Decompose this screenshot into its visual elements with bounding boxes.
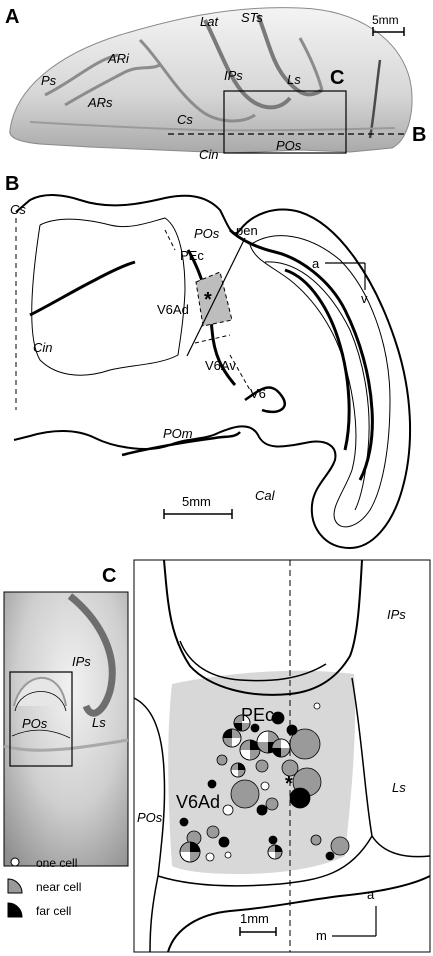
recording-map: IPs PEc Ls V6Ad POs * 1mm a m [133, 559, 431, 953]
svg-text:1mm: 1mm [240, 911, 269, 926]
recording-site [224, 851, 232, 859]
label-ps: Ps [41, 73, 57, 88]
pec-border-dashed [164, 229, 176, 251]
map-label-pec: PEc [241, 705, 274, 725]
section-letter-b: B [412, 124, 426, 146]
brain-surface [9, 7, 413, 154]
recording-site [230, 779, 260, 809]
recording-site [313, 702, 321, 710]
label-ars: ARs [87, 95, 113, 110]
legend-far-cell-symbol [7, 902, 23, 918]
legend-near-cell-symbol [7, 878, 23, 894]
label-b-pos: POs [194, 226, 220, 241]
recording-site [179, 817, 189, 827]
legend-far-cell-label: far cell [36, 904, 71, 918]
recording-site [222, 804, 234, 816]
recording-site [286, 724, 298, 736]
map-label-star: * [285, 773, 293, 795]
recording-site [216, 754, 228, 766]
scale-bar-b: 5mm [163, 494, 233, 519]
panel-c: C IPs POs Ls IPs PEc Ls V6Ad POs * [3, 559, 431, 953]
panel-letter-b: B [5, 173, 19, 195]
photo-label-ls: Ls [92, 715, 106, 730]
label-b-pom: POm [163, 426, 193, 441]
photo-label-pos: POs [22, 716, 48, 731]
photo-label-ips: IPs [72, 654, 91, 669]
svg-text:a: a [367, 887, 375, 902]
recording-site [289, 728, 321, 760]
inset-letter-c: C [330, 67, 344, 89]
label-b-cs: Cs [10, 202, 26, 217]
label-b-star: * [204, 289, 212, 311]
recording-site [271, 738, 291, 758]
recording-site [256, 804, 268, 816]
recording-site [233, 714, 251, 732]
inset-c-box [223, 90, 347, 154]
map-label-v6ad: V6Ad [176, 792, 220, 812]
recording-site [179, 841, 201, 863]
recording-site [267, 844, 283, 860]
label-cin: Cin [199, 147, 219, 160]
label-pos: POs [276, 138, 302, 153]
recording-site [222, 728, 242, 748]
recording-site [230, 762, 246, 778]
penetration-line [186, 237, 246, 357]
panel-a: A C B 5mm Ps ARi ARs Lat STs IPs Ls Cs C… [5, 6, 426, 160]
recording-site [281, 759, 299, 777]
legend-near-cell-label: near cell [36, 880, 81, 894]
orientation-b: a v [312, 256, 368, 306]
recording-site [218, 836, 230, 848]
label-lat: Lat [200, 14, 219, 29]
label-b-cin: Cin [33, 340, 53, 355]
label-b-v6: V6 [250, 386, 266, 401]
recording-site [289, 787, 311, 809]
scale-bar-a: 5mm [372, 13, 405, 36]
svg-text:m: m [316, 928, 327, 943]
orientation-c: a m [316, 887, 377, 943]
recording-site [206, 825, 220, 839]
svg-text:5mm: 5mm [182, 494, 211, 509]
recording-site [265, 797, 279, 811]
legend-one-cell-symbol [10, 857, 20, 867]
recording-site [260, 781, 270, 791]
label-b-v6ad: V6Ad [157, 302, 189, 317]
recording-site [250, 723, 260, 733]
svg-text:v: v [361, 291, 368, 306]
map-label-ips: IPs [387, 607, 406, 622]
recording-site [205, 852, 215, 862]
section-outline [13, 194, 412, 550]
scale-bar-c: 1mm [239, 911, 277, 936]
recording-site [325, 851, 335, 861]
inset-photo: IPs POs Ls [3, 591, 129, 867]
label-b-v6av: V6Av [205, 358, 236, 373]
label-sts: STs [241, 10, 263, 25]
legend: one cell near cell far cell [7, 856, 81, 918]
label-b-cal: Cal [255, 488, 276, 503]
label-b-pec: PEc [180, 248, 204, 263]
label-ls: Ls [287, 72, 301, 87]
label-ari: ARi [107, 51, 130, 66]
recording-sites [179, 702, 350, 863]
panel-letter-a: A [5, 6, 19, 28]
v6ad-recorded-region [195, 271, 233, 327]
recording-site [268, 835, 278, 845]
svg-text:5mm: 5mm [372, 13, 399, 27]
v6ad-v6av-border [194, 334, 231, 344]
svg-text:a: a [312, 256, 320, 271]
recording-site [310, 834, 322, 846]
label-b-pen: pen [236, 223, 258, 238]
recording-site [207, 779, 217, 789]
recording-site [271, 711, 285, 725]
map-label-pos: POs [137, 810, 163, 825]
map-label-ls: Ls [392, 780, 406, 795]
panel-letter-c: C [102, 565, 116, 587]
recording-site [330, 836, 350, 856]
recording-site [255, 759, 269, 773]
legend-one-cell-label: one cell [36, 856, 77, 870]
label-ips: IPs [224, 68, 243, 83]
recording-site [239, 739, 261, 761]
label-cs: Cs [177, 112, 193, 127]
panel-b: B Cs POs pen PEc * V6Ad V6Av V6 Cin POm … [5, 173, 412, 550]
